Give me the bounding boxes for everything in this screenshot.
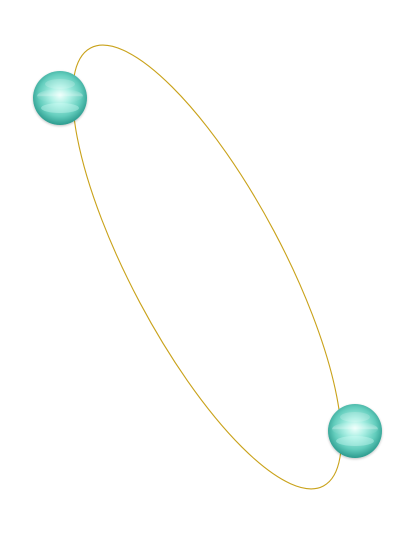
sphere-icon xyxy=(33,71,87,125)
sphere-icon xyxy=(328,404,382,458)
orbit-ellipse-icon xyxy=(72,44,342,490)
